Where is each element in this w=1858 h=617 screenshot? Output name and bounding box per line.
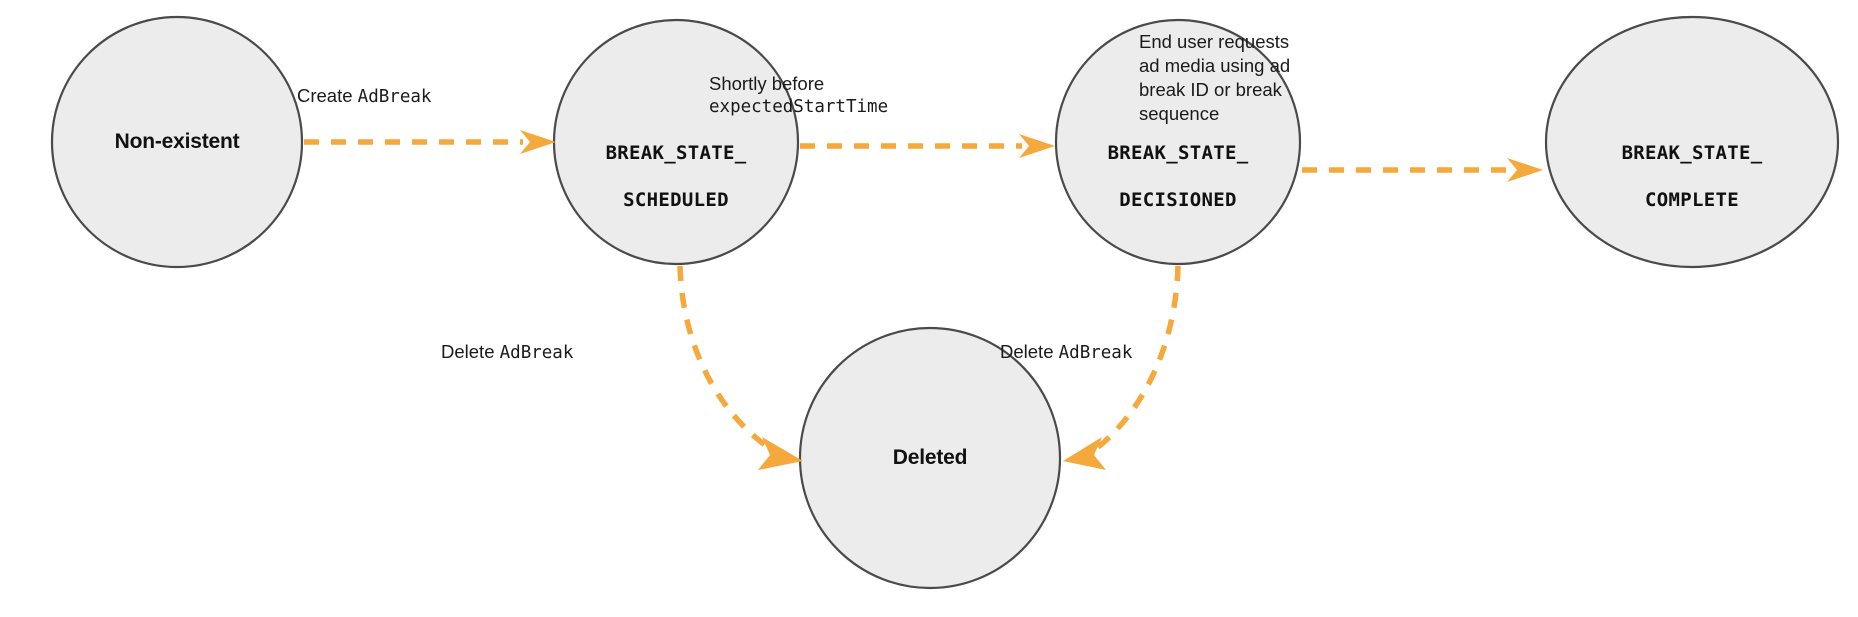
node-break-state-scheduled[interactable] <box>552 18 800 266</box>
edge-delete-adbreak-from-scheduled <box>677 265 803 470</box>
edge-end-user-requests-ad-media <box>1302 158 1543 182</box>
node-non-existent[interactable] <box>50 15 304 269</box>
node-deleted[interactable] <box>798 326 1062 590</box>
edge-delete-adbreak-from-decisioned <box>1063 265 1181 470</box>
edge-shortly-before-expected-start-time <box>800 134 1055 158</box>
edge-create-adbreak <box>304 130 556 154</box>
node-break-state-decisioned[interactable] <box>1054 18 1302 266</box>
node-break-state-complete[interactable] <box>1544 15 1840 269</box>
